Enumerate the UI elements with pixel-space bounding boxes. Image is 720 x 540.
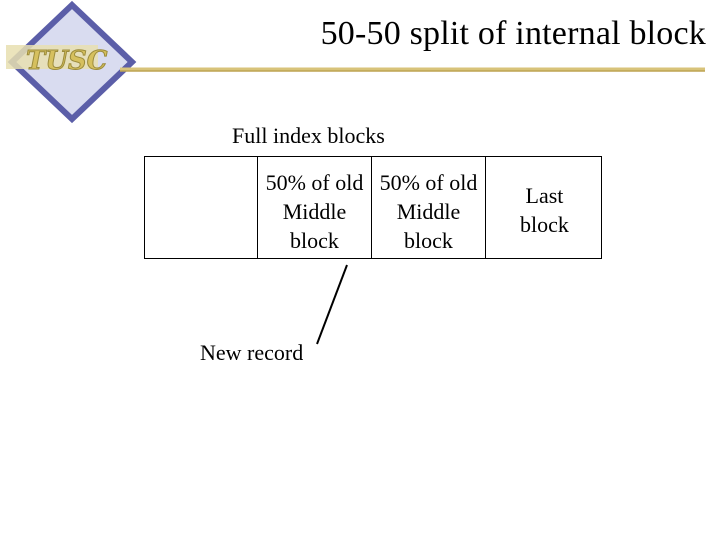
middle-right-line-2: Middle xyxy=(396,199,461,224)
new-record-label: New record xyxy=(200,340,304,365)
logo-text: TUSC xyxy=(26,46,108,76)
middle-left-line-1: 50% of old xyxy=(265,170,364,195)
tusc-logo: TUSC xyxy=(0,0,160,125)
middle-right-line-1: 50% of old xyxy=(379,170,478,195)
middle-left-line-2: Middle xyxy=(282,199,347,224)
full-index-blocks-label: Full index blocks xyxy=(232,123,385,148)
title-divider xyxy=(120,66,705,72)
page-title: 50-50 split of internal block xyxy=(320,15,706,52)
last-block-line-2: block xyxy=(520,212,569,237)
last-block: Last block xyxy=(486,157,603,258)
middle-left-line-3: block xyxy=(290,228,339,253)
new-record-pointer xyxy=(300,260,370,350)
middle-block-right: 50% of old Middle block xyxy=(372,157,486,258)
logo-band xyxy=(6,45,98,69)
middle-right-line-3: block xyxy=(404,228,453,253)
last-block-line-1: Last xyxy=(525,183,564,208)
middle-block-left: 50% of old Middle block xyxy=(258,157,372,258)
index-block-row: 50% of old Middle block 50% of old Middl… xyxy=(144,156,602,259)
first-block xyxy=(145,157,258,258)
